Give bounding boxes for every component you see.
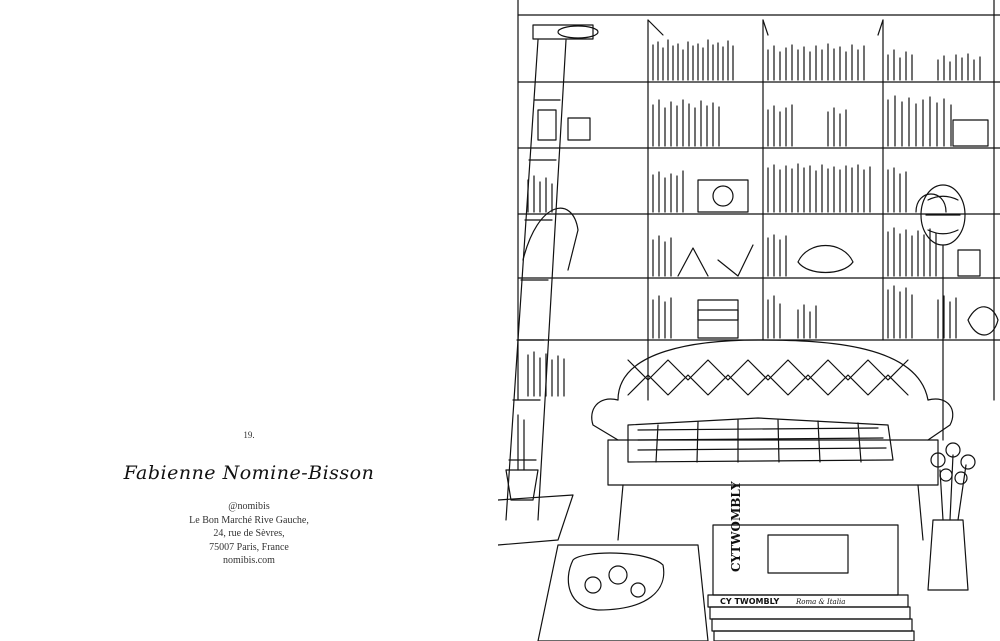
- book-spine-title: CY TWOMBLY: [720, 597, 779, 606]
- coffee-table: [537, 524, 915, 641]
- page-number: 19.: [243, 430, 255, 440]
- bookshelf: [517, 0, 1000, 401]
- library-illustration: CYTWOMBLY CY TWOMBLY Roma & Italia: [498, 0, 1000, 641]
- tufted-sofa: [591, 339, 954, 541]
- candles: [498, 414, 574, 546]
- books-row-3: [652, 163, 947, 213]
- instagram-handle: @nomibis: [228, 501, 270, 512]
- artist-signature: Fabienne Nomine-Bisson: [123, 462, 375, 484]
- library-ladder: [505, 39, 567, 521]
- address-line-city: 75007 Paris, France: [209, 541, 289, 553]
- book-cover-title: CYTWOMBLY: [729, 481, 743, 572]
- address-line-store: Le Bon Marché Rive Gauche,: [189, 514, 309, 526]
- book-spine-subtitle: Roma & Italia: [795, 598, 845, 606]
- books-row-2: [652, 95, 989, 147]
- website-url: nomibis.com: [223, 555, 275, 566]
- floor-lamp: [920, 184, 966, 441]
- potted-flowers: [927, 306, 999, 591]
- left-shelf-items: [522, 24, 599, 397]
- books-row-4: [652, 227, 981, 277]
- artist-address: @nomibis Le Bon Marché Rive Gauche, 24, …: [0, 500, 498, 568]
- books-row-1: [652, 39, 981, 81]
- address-line-street: 24, rue de Sèvres,: [213, 528, 285, 539]
- books-row-5: [652, 285, 957, 339]
- left-page: 19. Fabienne Nomine-Bisson @nomibis Le B…: [0, 0, 498, 641]
- right-page: CYTWOMBLY CY TWOMBLY Roma & Italia: [498, 0, 1000, 641]
